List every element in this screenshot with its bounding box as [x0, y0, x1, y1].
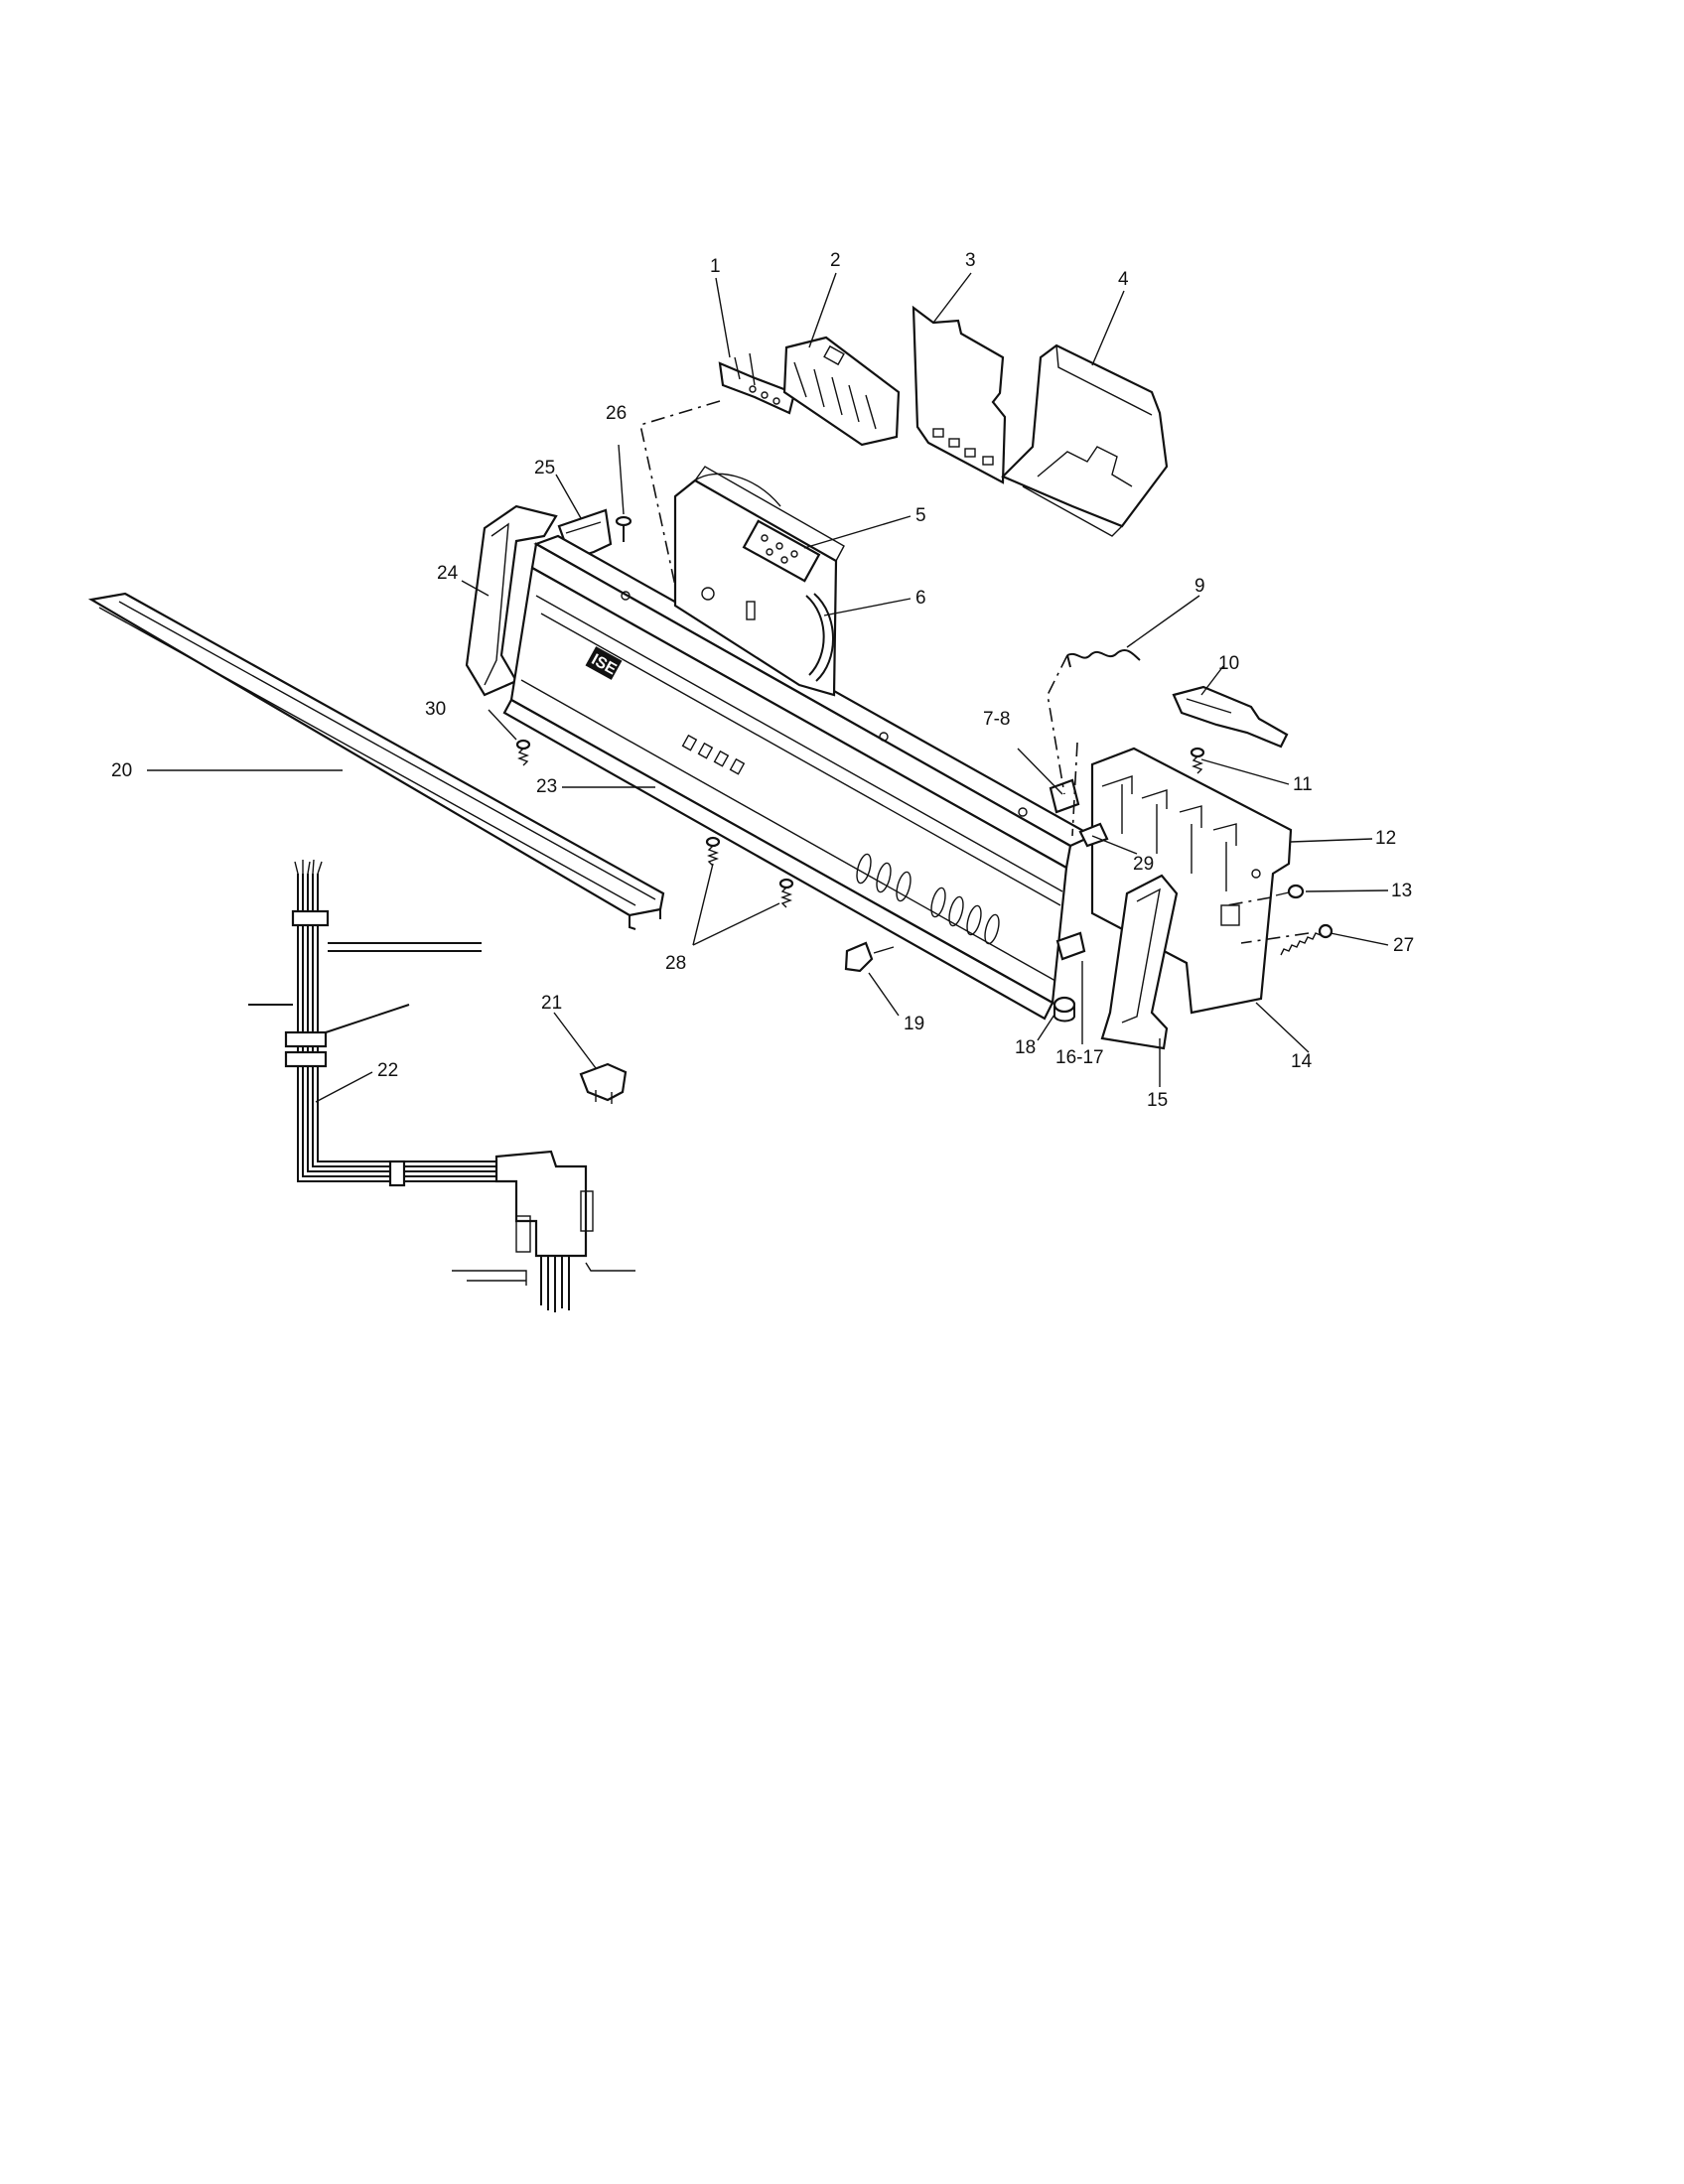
timer-module-part-5-6 — [673, 466, 845, 697]
callout-23: 23 — [536, 776, 557, 797]
callout-13: 13 — [1391, 881, 1412, 901]
callout-7-8: 7-8 — [983, 709, 1010, 730]
callout-18: 18 — [1015, 1037, 1036, 1058]
callout-20: 20 — [111, 760, 132, 781]
callout-labels: 1 2 3 4 5 6 7-8 9 10 11 12 13 14 15 16-1… — [111, 250, 1414, 1111]
callout-3: 3 — [965, 250, 976, 271]
callout-16-17: 16-17 — [1055, 1047, 1104, 1068]
screw-part-28b — [778, 878, 794, 908]
screw-part-28a — [705, 836, 721, 867]
connector-block-part-2 — [782, 336, 901, 447]
callout-9: 9 — [1194, 576, 1205, 597]
callout-29: 29 — [1133, 854, 1154, 875]
lever-part-10 — [1172, 685, 1289, 749]
clip-part-21 — [579, 1062, 628, 1104]
panel-oval-keys — [856, 853, 1000, 945]
clip-part-16-17 — [1055, 931, 1086, 961]
cover-part-4 — [1001, 343, 1169, 537]
callout-15: 15 — [1147, 1090, 1168, 1111]
control-panel-part-23: ISE — [502, 534, 1095, 1021]
callout-4: 4 — [1118, 269, 1129, 290]
connection-lines — [639, 400, 1310, 944]
trim-strip-part-20 — [87, 592, 665, 930]
wiring-harness-part-22 — [248, 859, 635, 1312]
callout-26: 26 — [606, 403, 627, 424]
knob-part-19 — [844, 941, 895, 973]
callout-6: 6 — [915, 588, 926, 609]
right-end-cap-part-14-15 — [1100, 874, 1179, 1050]
screw-part-27 — [1280, 923, 1333, 956]
callout-14: 14 — [1291, 1051, 1313, 1072]
screw-part-11 — [1190, 747, 1205, 774]
callout-28: 28 — [665, 953, 686, 974]
callout-11: 11 — [1293, 774, 1313, 795]
callout-2: 2 — [830, 250, 841, 271]
callout-19: 19 — [904, 1014, 924, 1034]
screw-part-30 — [515, 739, 531, 766]
callout-27: 27 — [1393, 935, 1414, 956]
callout-22: 22 — [377, 1060, 398, 1081]
bracket-clip-part-1 — [718, 352, 796, 415]
clip-part-29 — [1078, 822, 1109, 848]
circuit-board-part-3 — [912, 305, 1007, 484]
callout-5: 5 — [915, 505, 926, 526]
wire-spring-part-9 — [1066, 649, 1141, 668]
callout-21: 21 — [541, 993, 562, 1014]
callout-25: 25 — [534, 458, 555, 478]
screw-part-26 — [615, 515, 632, 542]
callout-10: 10 — [1218, 653, 1239, 674]
callout-30: 30 — [425, 699, 446, 720]
callout-1: 1 — [710, 256, 721, 277]
leader-lines — [147, 272, 1389, 1103]
panel-small-buttons — [681, 734, 746, 775]
callout-12: 12 — [1375, 828, 1396, 849]
callout-24: 24 — [437, 563, 459, 584]
bushing-part-18 — [1052, 996, 1076, 1023]
washer-part-13 — [1275, 884, 1305, 899]
